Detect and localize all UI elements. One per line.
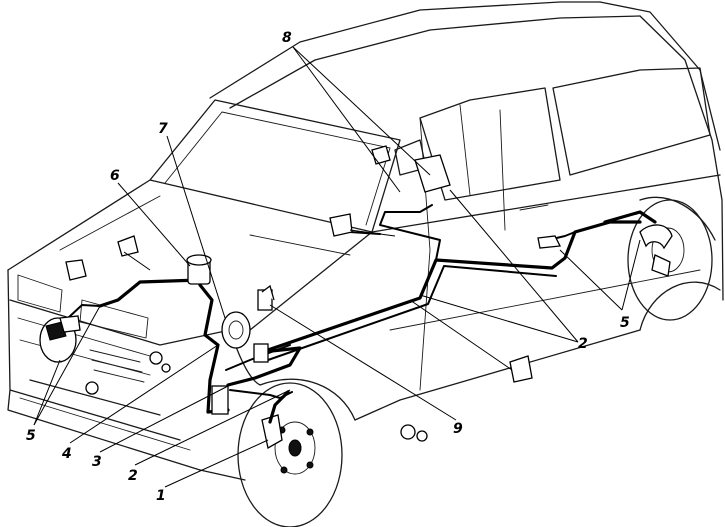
callout-2-right: 2 [578, 336, 588, 352]
callout-5-right: 5 [620, 315, 630, 331]
callouts: 8 7 6 5 5 4 3 2 2 1 9 [26, 30, 630, 504]
callout-5-left: 5 [26, 428, 36, 444]
car-body-outline [7, 1, 724, 481]
body-clip [509, 355, 533, 383]
front-wheel [237, 382, 343, 527]
hose-clip [117, 235, 139, 257]
leader-lines [33, 46, 641, 488]
rear-pressure-regulator [414, 154, 451, 193]
callout-6: 6 [110, 168, 120, 184]
components [39, 145, 533, 442]
vacuum-booster [221, 311, 251, 349]
callout-4: 4 [61, 446, 72, 462]
callout-2-bottom: 2 [128, 468, 138, 484]
rear-wheel [627, 199, 713, 321]
line-clip [329, 213, 353, 237]
callout-7: 7 [158, 121, 168, 137]
brake-lines [67, 204, 657, 424]
front-left-bracket [65, 259, 87, 281]
callout-3: 3 [92, 454, 102, 470]
callout-8: 8 [282, 30, 292, 46]
pressure-valve [211, 385, 229, 415]
callout-1: 1 [156, 488, 166, 504]
callout-9: 9 [453, 421, 463, 437]
